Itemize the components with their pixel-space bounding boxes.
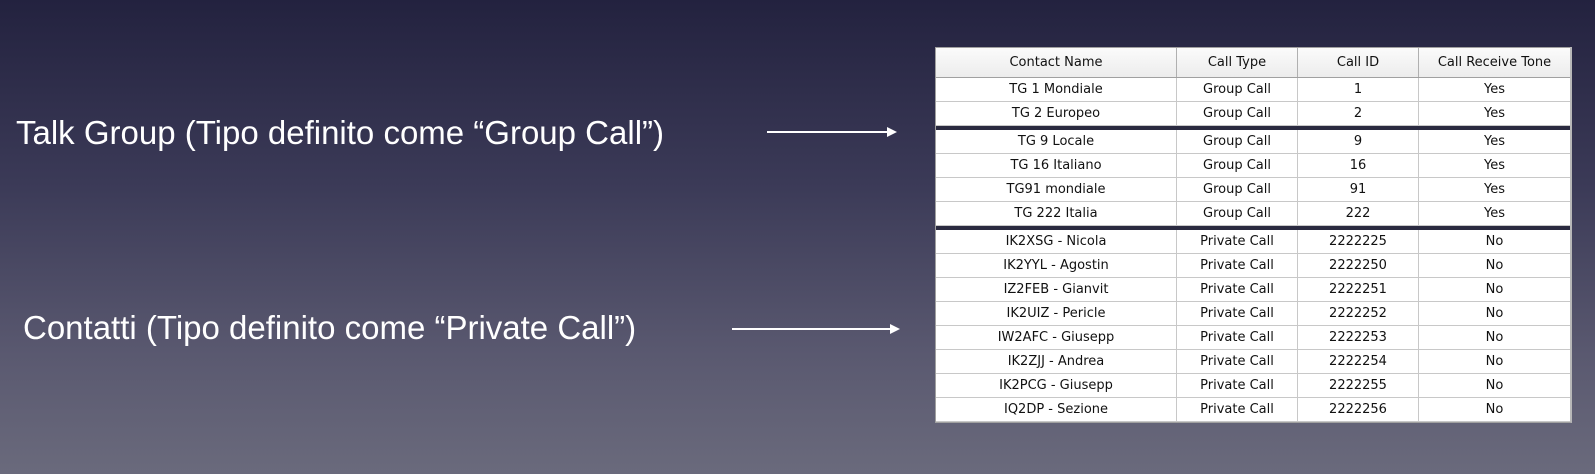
column-header-call-id[interactable]: Call ID — [1298, 48, 1419, 77]
talk-group-callout: Talk Group (Tipo definito come “Group Ca… — [16, 114, 665, 151]
call-id-cell[interactable]: 16 — [1298, 154, 1419, 177]
contact-name-cell[interactable]: TG 16 Italiano — [936, 154, 1177, 177]
call-receive-tone-cell[interactable]: Yes — [1484, 206, 1505, 221]
column-header-call-type[interactable]: Call Type — [1177, 48, 1298, 77]
call-id-cell[interactable]: 2222256 — [1298, 398, 1419, 421]
call-id-cell[interactable]: 2222250 — [1298, 254, 1419, 277]
call-type-cell[interactable]: Group Call — [1177, 202, 1298, 225]
call-receive-tone-cell[interactable]: Yes — [1484, 82, 1505, 97]
call-id-cell[interactable]: 1 — [1298, 78, 1419, 101]
contact-name-cell[interactable]: IK2YYL - Agostin — [936, 254, 1177, 277]
call-id-cell[interactable]: 91 — [1298, 178, 1419, 201]
call-type-cell[interactable]: Private Call — [1177, 374, 1298, 397]
contact-name-cell[interactable]: IK2UIZ - Pericle — [936, 302, 1177, 325]
contact-name-cell[interactable]: IK2PCG - Giusepp — [936, 374, 1177, 397]
call-type-cell[interactable]: Private Call — [1177, 326, 1298, 349]
call-id-cell[interactable]: 9 — [1298, 130, 1419, 153]
call-type-cell[interactable]: Group Call — [1177, 78, 1298, 101]
table-header: Contact Name Call Type Call ID Call Rece… — [936, 47, 1570, 78]
right-arrow-icon — [767, 127, 897, 137]
contact-name-cell[interactable]: TG 2 Europeo — [936, 102, 1177, 125]
contact-name-cell[interactable]: IZ2FEB - Gianvit — [936, 278, 1177, 301]
contact-name-cell[interactable]: TG 9 Locale — [936, 130, 1177, 153]
call-receive-tone-cell[interactable]: No — [1485, 402, 1504, 417]
contacts-table: Contact Name Call Type Call ID Call Rece… — [935, 47, 1572, 423]
contact-name-cell[interactable]: TG91 mondiale — [936, 178, 1177, 201]
call-receive-tone-cell[interactable]: No — [1485, 330, 1504, 345]
call-receive-tone-cell[interactable]: No — [1485, 306, 1504, 321]
call-id-cell[interactable]: 2222251 — [1298, 278, 1419, 301]
call-type-cell[interactable]: Private Call — [1177, 302, 1298, 325]
call-type-cell[interactable]: Group Call — [1177, 130, 1298, 153]
group-divider — [936, 226, 1570, 230]
contact-name-cell[interactable]: TG 222 Italia — [936, 202, 1177, 225]
call-type-cell[interactable]: Private Call — [1177, 230, 1298, 253]
call-id-cell[interactable]: 2222253 — [1298, 326, 1419, 349]
contact-name-cell[interactable]: IK2XSG - Nicola — [936, 230, 1177, 253]
column-header-call-receive-tone[interactable]: Call Receive Tone — [1437, 55, 1552, 70]
call-receive-tone-cell[interactable]: Yes — [1484, 134, 1505, 149]
call-id-cell[interactable]: 2222252 — [1298, 302, 1419, 325]
call-receive-tone-cell[interactable]: No — [1485, 282, 1504, 297]
contact-name-cell[interactable]: TG 1 Mondiale — [936, 78, 1177, 101]
call-receive-tone-cell[interactable]: No — [1485, 378, 1504, 393]
call-receive-tone-cell[interactable]: Yes — [1484, 158, 1505, 173]
group-divider — [936, 126, 1570, 130]
contact-name-cell[interactable]: IW2AFC - Giusepp — [936, 326, 1177, 349]
call-receive-tone-cell[interactable]: Yes — [1484, 182, 1505, 197]
column-header-contact-name[interactable]: Contact Name — [936, 48, 1177, 77]
call-id-cell[interactable]: 2222254 — [1298, 350, 1419, 373]
contact-name-cell[interactable]: IQ2DP - Sezione — [936, 398, 1177, 421]
call-type-cell[interactable]: Private Call — [1177, 254, 1298, 277]
call-id-cell[interactable]: 2 — [1298, 102, 1419, 125]
call-id-cell[interactable]: 2222255 — [1298, 374, 1419, 397]
contact-name-cell[interactable]: IK2ZJJ - Andrea — [936, 350, 1177, 373]
call-type-cell[interactable]: Private Call — [1177, 278, 1298, 301]
call-type-cell[interactable]: Group Call — [1177, 102, 1298, 125]
call-id-cell[interactable]: 222 — [1298, 202, 1419, 225]
call-receive-tone-cell[interactable]: No — [1485, 234, 1504, 249]
call-receive-tone-cell[interactable]: No — [1485, 354, 1504, 369]
call-id-cell[interactable]: 2222225 — [1298, 230, 1419, 253]
call-type-cell[interactable]: Group Call — [1177, 178, 1298, 201]
right-arrow-icon — [732, 324, 900, 334]
call-type-cell[interactable]: Group Call — [1177, 154, 1298, 177]
call-receive-tone-cell[interactable]: Yes — [1484, 106, 1505, 121]
call-receive-tone-cell[interactable]: No — [1485, 258, 1504, 273]
call-type-cell[interactable]: Private Call — [1177, 350, 1298, 373]
call-type-cell[interactable]: Private Call — [1177, 398, 1298, 421]
contacts-callout: Contatti (Tipo definito come “Private Ca… — [23, 309, 637, 346]
